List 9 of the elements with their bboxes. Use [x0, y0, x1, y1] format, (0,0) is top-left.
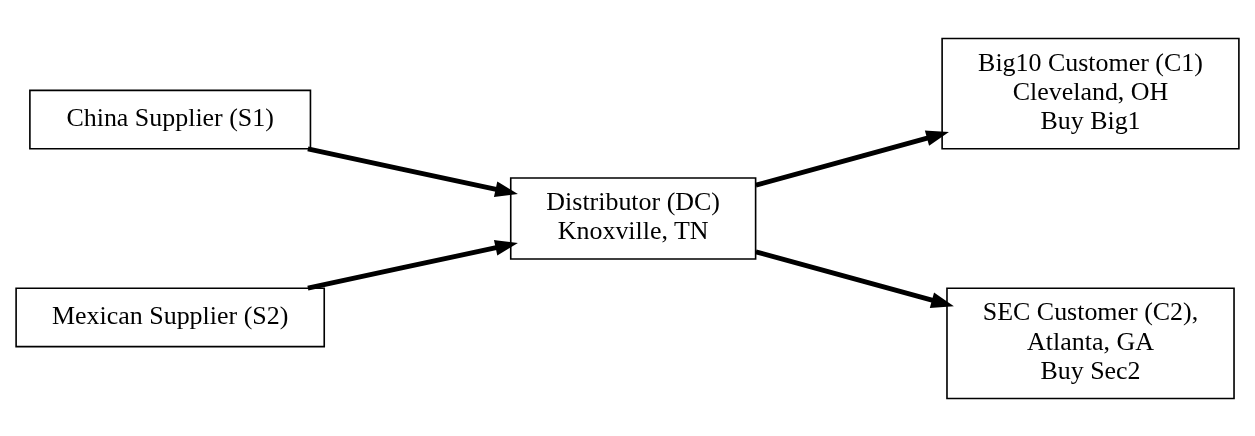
arrow: [755, 248, 954, 308]
arrow: [755, 129, 949, 188]
node-box: Distributor (DC) Knoxville, TN: [509, 176, 757, 260]
node-box: China Supplier (S1): [29, 89, 312, 150]
arrow: [307, 145, 518, 197]
node-box: Mexican Supplier (S2): [15, 286, 326, 347]
node-box: SEC Customer (C2), Atlanta, GA Buy Sec2: [946, 286, 1235, 399]
arrow: [307, 239, 518, 291]
node-box: Big10 Customer (C1) Cleveland, OH Buy Big1: [941, 37, 1240, 150]
